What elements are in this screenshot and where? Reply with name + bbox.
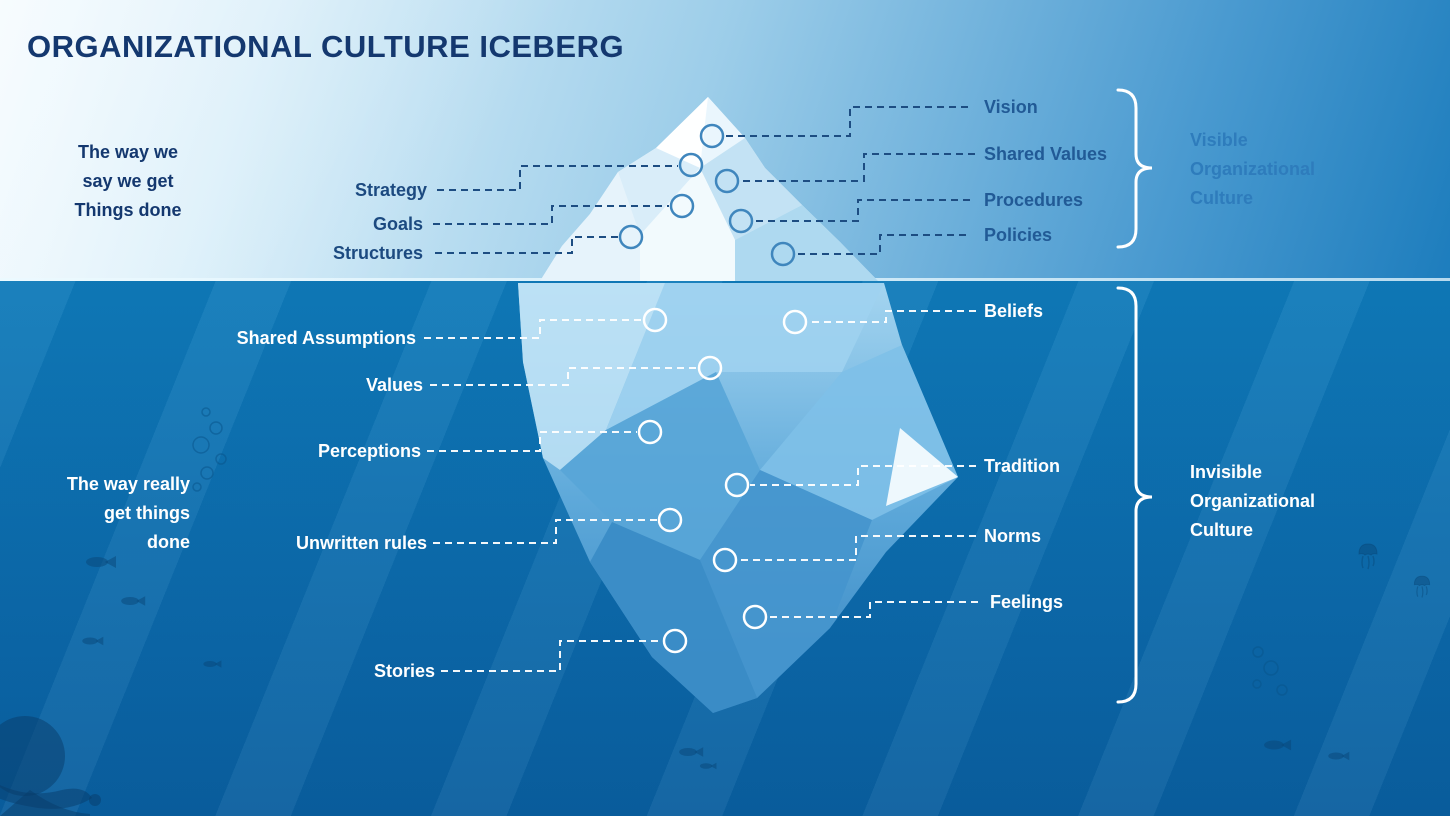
invisible-culture-brace <box>1116 286 1153 704</box>
leader-lines-below <box>424 310 978 672</box>
label-shared-assumptions: Shared Assumptions <box>236 328 416 348</box>
jellyfish-icon <box>1358 543 1378 570</box>
label-beliefs: Beliefs <box>984 301 1044 321</box>
above-water-caption: The way we say we get Things done <box>74 142 182 220</box>
invisible-culture-label: Invisible Organizational Culture <box>1190 462 1316 540</box>
decorations <box>0 407 1431 816</box>
fish-icon <box>1264 739 1292 751</box>
fish-icon <box>82 636 104 646</box>
label-procedures: Procedures <box>984 190 1084 210</box>
label-policies: Policies <box>984 225 1053 245</box>
connector-unwritten-rules <box>433 519 657 544</box>
label-unwritten-rules: Unwritten rules <box>295 533 427 553</box>
fish-icon <box>203 660 222 668</box>
label-norms: Norms <box>984 526 1042 546</box>
bubbles-right <box>1252 646 1288 696</box>
connector-vision <box>725 106 968 137</box>
group-braces <box>1116 88 1153 704</box>
label-shared-values: Shared Values <box>984 144 1108 164</box>
page-title: ORGANIZATIONAL CULTURE ICEBERG <box>27 29 625 64</box>
iceberg-above-water <box>540 97 878 281</box>
connector-structures <box>435 236 618 254</box>
connector-norms <box>738 535 976 561</box>
connector-policies <box>796 234 966 255</box>
leader-lines-above <box>433 106 975 255</box>
connector-shared-values <box>740 153 975 182</box>
label-values: Values <box>365 375 423 395</box>
fish-icon <box>679 747 704 757</box>
label-feelings: Feelings <box>990 592 1064 612</box>
label-vision: Vision <box>984 97 1038 117</box>
fish-icon <box>699 762 717 770</box>
label-structures: Structures <box>332 243 423 263</box>
connector-feelings <box>768 601 978 618</box>
jellyfish-icon <box>1413 575 1431 599</box>
connector-goals <box>433 205 669 225</box>
connector-stories <box>441 640 662 672</box>
fish-icon <box>86 556 116 568</box>
fish-icon <box>121 596 146 606</box>
connector-procedures <box>754 199 970 222</box>
visible-culture-brace <box>1116 88 1153 249</box>
label-perceptions: Perceptions <box>317 441 421 461</box>
markers-below <box>637 307 808 654</box>
label-tradition: Tradition <box>984 456 1060 476</box>
label-stories: Stories <box>373 661 435 681</box>
octopus-icon <box>0 716 101 816</box>
fish-icon <box>1328 751 1350 761</box>
visible-culture-label: Visible Organizational Culture <box>1190 130 1316 208</box>
bubbles-left <box>192 407 227 492</box>
connector-shared-assumptions <box>424 319 642 339</box>
markers-above <box>618 123 796 267</box>
connector-strategy <box>437 165 678 191</box>
label-goals: Goals <box>372 214 423 234</box>
below-water-caption: The way really get things done <box>66 474 190 552</box>
connector-perceptions <box>427 431 637 452</box>
connector-values <box>430 367 697 386</box>
label-strategy: Strategy <box>354 180 427 200</box>
iceberg-below-water <box>518 283 958 713</box>
